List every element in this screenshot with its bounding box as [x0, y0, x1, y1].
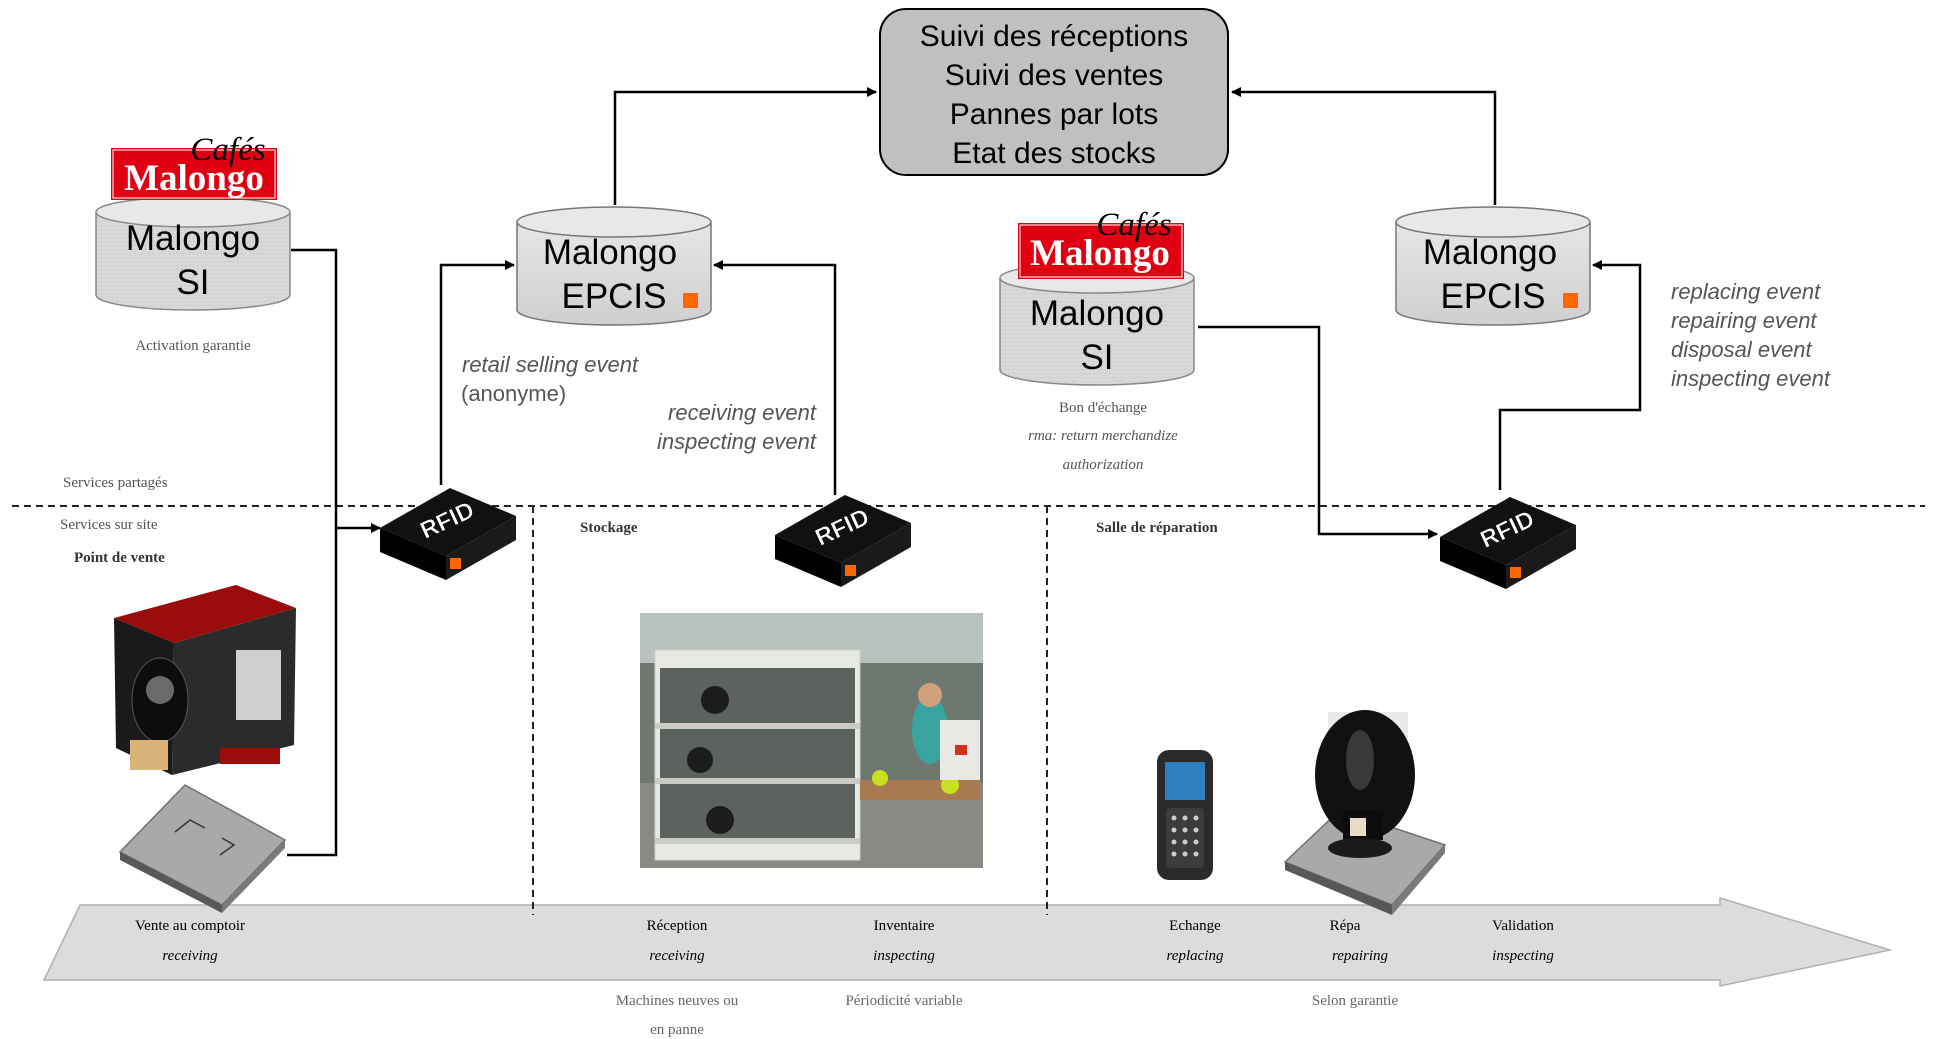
step-reparation-event: repairing [1332, 948, 1389, 964]
event-repairing: repairing event [1671, 308, 1817, 333]
db-si-left-line2: SI [176, 263, 209, 302]
zone-services-partages: Services partagés [63, 475, 168, 491]
caption-bon-echange: Bon d'échange [1059, 400, 1147, 416]
db-si-right-line1: Malongo [1030, 294, 1164, 333]
step-vente-event: receiving [162, 948, 218, 964]
db-malongo-si-left[interactable]: Malongo SI [95, 196, 291, 311]
coffee-machine-on-pad-icon [1283, 710, 1447, 915]
zone-salle-reparation: Salle de réparation [1096, 520, 1218, 536]
db-epcis-left-line1: Malongo [543, 233, 677, 272]
zone-services-sur-site: Services sur site [60, 517, 158, 533]
logo-left-brand: Malongo [124, 158, 264, 199]
rfid-pad-icon [118, 784, 287, 913]
step-reception: Réception [647, 918, 708, 934]
step-echange-event: replacing [1167, 948, 1224, 964]
note-machines-neuves: Machines neuves ou [616, 993, 739, 1009]
event-replacing: replacing event [1671, 279, 1821, 304]
caption-rma: rma: return merchandize [1028, 428, 1178, 444]
malongo-logo-left: Malongo Cafés [111, 132, 277, 200]
event-retail-selling: retail selling event [462, 352, 639, 377]
db-si-right-line2: SI [1080, 338, 1113, 377]
logo-right-script: Cafés [1096, 207, 1171, 243]
step-reception-event: receiving [649, 948, 705, 964]
logo-left-script: Cafés [190, 132, 265, 168]
event-receiving: receiving event [668, 400, 817, 425]
event-disposal: disposal event [1671, 337, 1813, 362]
event-inspecting-repair: inspecting event [1671, 366, 1831, 391]
step-echange: Echange [1169, 918, 1221, 934]
step-reparation: Répa [1330, 918, 1361, 934]
rfid-reader-icon[interactable]: RFID [380, 488, 516, 580]
event-inspecting: inspecting event [657, 429, 817, 454]
db-si-left-line1: Malongo [126, 219, 260, 258]
summary-box: Suivi des réceptions Suivi des ventes Pa… [879, 8, 1229, 176]
db-epcis-left-line2: EPCIS [561, 277, 666, 316]
summary-line-1: Suivi des réceptions [920, 20, 1188, 53]
caption-activation-garantie: Activation garantie [135, 338, 251, 354]
orange-square-icon [1563, 293, 1578, 308]
zone-point-de-vente: Point de vente [74, 550, 165, 566]
warehouse-photo [640, 613, 983, 868]
db-epcis-right-line2: EPCIS [1440, 277, 1545, 316]
orange-square-icon [683, 293, 698, 308]
rfid-reader-icon[interactable]: RFID [775, 495, 911, 587]
connectors [287, 87, 1642, 857]
process-arrow [42, 896, 1893, 987]
zone-stockage: Stockage [580, 520, 638, 536]
db-epcis-right-line1: Malongo [1423, 233, 1557, 272]
db-malongo-epcis-left[interactable]: Malongo EPCIS [516, 206, 712, 326]
handheld-scanner-icon [1157, 750, 1213, 880]
note-periodicite: Périodicité variable [845, 993, 962, 1009]
step-validation: Validation [1492, 918, 1554, 934]
note-selon-garantie: Selon garantie [1312, 993, 1399, 1009]
caption-authorization: authorization [1063, 457, 1144, 473]
coffee-machine-box-image [114, 585, 296, 775]
event-anonyme: (anonyme) [461, 381, 566, 406]
step-validation-event: inspecting [1492, 948, 1554, 964]
db-malongo-si-right[interactable]: Malongo SI [999, 262, 1195, 386]
logo-right-brand: Malongo [1030, 233, 1170, 274]
summary-line-3: Pannes par lots [950, 98, 1158, 131]
db-malongo-epcis-right[interactable]: Malongo EPCIS [1395, 206, 1591, 326]
malongo-logo-right: Malongo Cafés [1018, 207, 1184, 279]
step-inventaire-event: inspecting [873, 948, 935, 964]
note-en-panne: en panne [650, 1022, 704, 1038]
rfid-reader-icon[interactable]: RFID [1440, 497, 1576, 589]
step-inventaire: Inventaire [874, 918, 935, 934]
summary-line-4: Etat des stocks [952, 137, 1155, 170]
step-vente-au-comptoir: Vente au comptoir [135, 918, 245, 934]
summary-line-2: Suivi des ventes [945, 59, 1163, 92]
